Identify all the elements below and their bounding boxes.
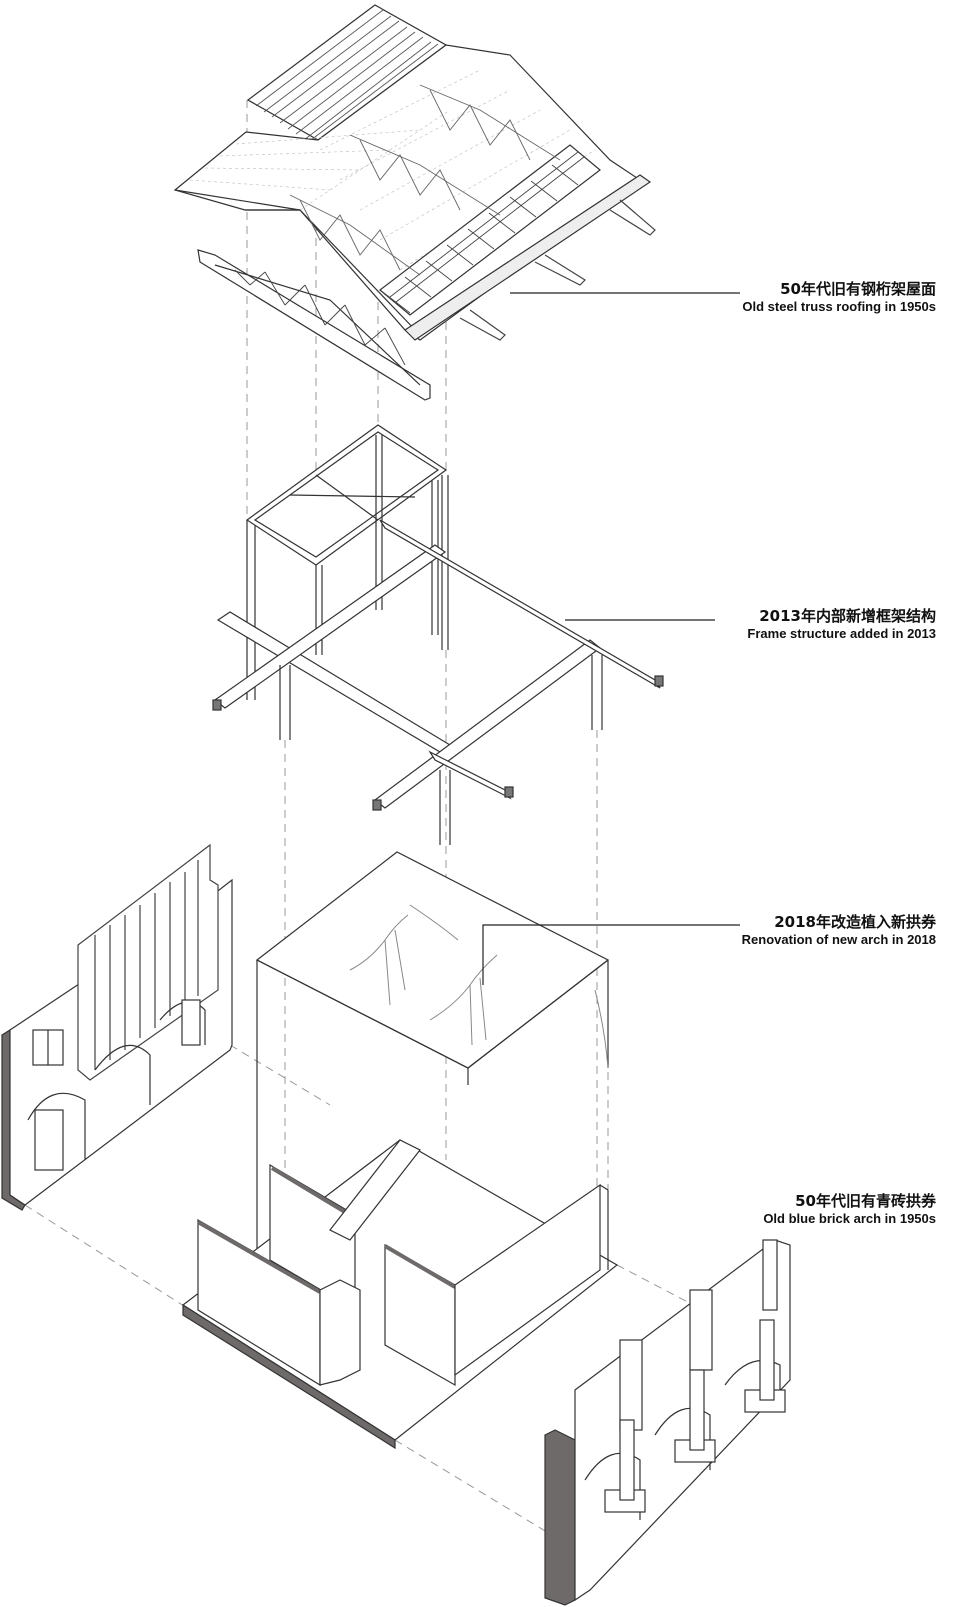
beam-back: [379, 519, 661, 689]
steel-truss-detached: [197, 249, 431, 401]
frame-structure: [212, 424, 664, 845]
old-brick-arch-left: [1, 843, 233, 1211]
ground-floor-rooms: [181, 1139, 619, 1450]
leader-lines: [482, 292, 740, 985]
label-frame-cn: 2013年内部新增框架结构: [759, 607, 936, 625]
label-oldarch-en: Old blue brick arch in 1950s: [763, 1210, 936, 1226]
label-frame-en: Frame structure added in 2013: [747, 625, 936, 641]
label-old-steel-truss-roof: 50年代旧有钢桁架屋面 Old steel truss roofing in 1…: [742, 280, 936, 315]
new-arch-volume: [255, 851, 610, 1250]
old-brick-arch-right: [544, 1239, 791, 1606]
label-newarch-cn: 2018年改造植入新拱券: [774, 913, 936, 931]
ground-slab-edge: [182, 1303, 396, 1450]
label-old-brick-arch: 50年代旧有青砖拱券 Old blue brick arch in 1950s: [763, 1192, 936, 1227]
label-frame-structure: 2013年内部新增框架结构 Frame structure added in 2…: [747, 607, 936, 642]
beam-right: [214, 544, 447, 709]
right-wall-dark-edge: [544, 1429, 576, 1606]
label-oldarch-cn: 50年代旧有青砖拱券: [795, 1192, 936, 1210]
label-roof-cn: 50年代旧有钢桁架屋面: [780, 280, 936, 298]
label-roof-en: Old steel truss roofing in 1950s: [742, 298, 936, 314]
steel-truss-roof: [173, 4, 656, 341]
label-new-arch: 2018年改造植入新拱券 Renovation of new arch in 2…: [742, 913, 936, 948]
label-newarch-en: Renovation of new arch in 2018: [741, 931, 936, 947]
